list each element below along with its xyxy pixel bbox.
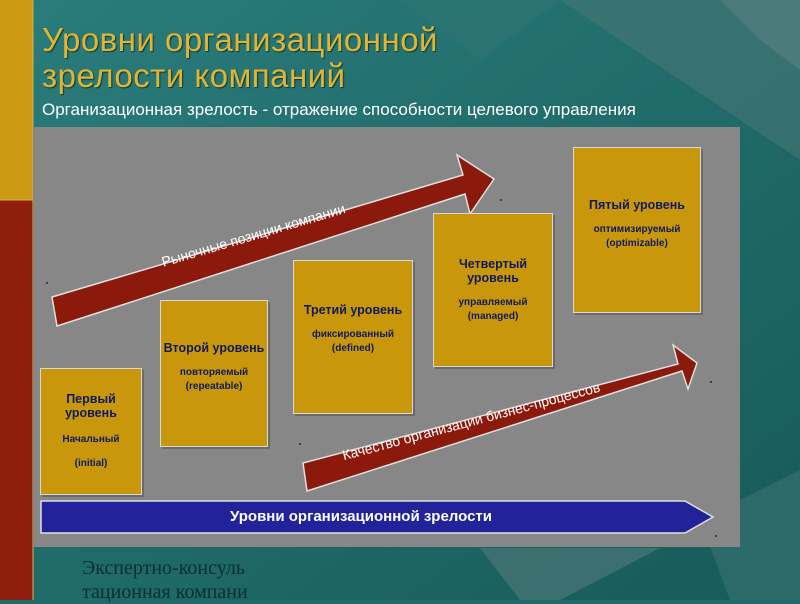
level-3-desc: фиксированный <box>311 329 395 340</box>
quality-arrow <box>302 343 698 492</box>
diagram-panel: Рыночные позиции компании Качество орган… <box>33 127 740 547</box>
level-4-desc-en: (managed) <box>467 311 519 322</box>
level-1-desc: Начальный <box>62 434 120 445</box>
level-3-desc-en: (defined) <box>331 343 375 354</box>
level-5-name: Пятый уровень <box>589 198 685 212</box>
title-line-2: зрелости компаний <box>42 57 346 94</box>
level-2-box: Второй уровень повторяемый (repeatable) <box>160 300 268 447</box>
title-line-1: Уровни организационной <box>42 21 438 58</box>
level-2-desc: повторяемый <box>179 367 249 378</box>
level-1-box: Первый уровень Начальный (initial) <box>40 368 142 495</box>
subtitle: Организационная зрелость - отражение спо… <box>42 100 636 119</box>
level-4-name: Четвертый уровень <box>458 257 528 285</box>
footer-line-2: тационная компани <box>82 581 248 603</box>
arrows-layer <box>40 153 717 537</box>
footer-text: Экспертно-консуль тационная компани <box>82 556 248 604</box>
market-arrow <box>51 153 496 327</box>
level-5-desc-en: (optimizable) <box>606 238 668 249</box>
page-title: Уровни организационной зрелости компаний <box>42 22 438 94</box>
level-2-name: Второй уровень <box>163 341 265 355</box>
level-4-desc: управляемый <box>458 297 528 308</box>
bottom-arrow <box>40 500 715 534</box>
bottom-arrow-label: Уровни организационной зрелости <box>230 508 492 525</box>
level-4-box: Четвертый уровень управляемый (managed) <box>433 213 553 367</box>
level-3-name: Третий уровень <box>303 303 403 317</box>
level-1-name: Первый уровень <box>65 392 117 420</box>
level-5-desc: оптимизируемый <box>593 224 681 235</box>
level-3-box: Третий уровень фиксированный (defined) <box>293 260 413 414</box>
footer-line-1: Экспертно-консуль <box>82 557 245 579</box>
level-5-box: Пятый уровень оптимизируемый (optimizabl… <box>573 147 701 313</box>
level-2-desc-en: (repeatable) <box>185 381 243 392</box>
level-1-desc-en: (initial) <box>74 458 108 469</box>
